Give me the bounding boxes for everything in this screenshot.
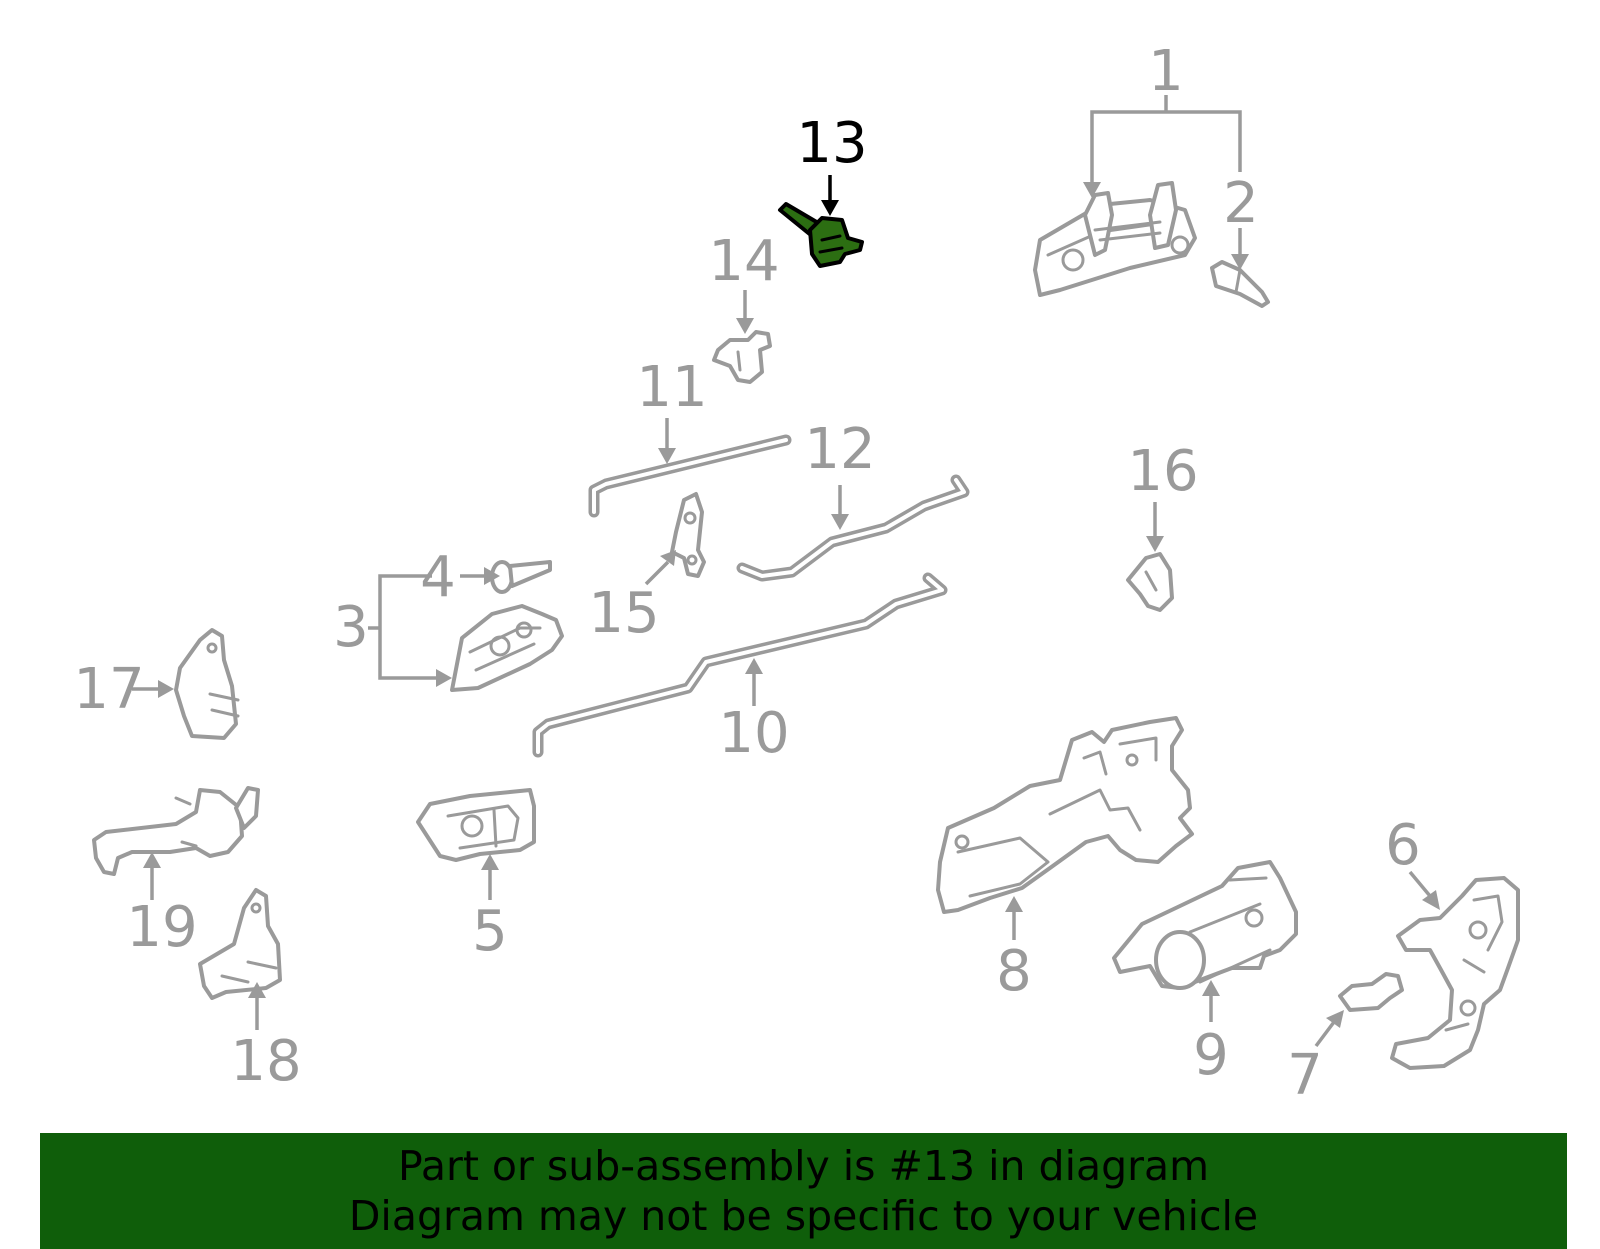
callout-12: 12 — [804, 417, 875, 482]
part-19-door-check[interactable] — [92, 786, 260, 876]
callout-9: 9 — [1193, 1023, 1229, 1088]
leader-15 — [644, 560, 670, 586]
banner-line-disclaimer: Diagram may not be specific to your vehi… — [348, 1192, 1259, 1240]
leader-1-bracket — [1090, 110, 1242, 188]
part-17-hinge[interactable] — [174, 628, 240, 740]
callout-2: 2 — [1223, 171, 1259, 236]
part-2-lock-cylinder[interactable] — [1210, 260, 1270, 308]
callout-3: 3 — [333, 595, 369, 660]
banner-line-part: Part or sub-assembly is #13 in diagram — [397, 1142, 1210, 1190]
callout-15: 15 — [588, 581, 659, 646]
part-4-screw[interactable] — [490, 560, 552, 594]
arrow-7 — [1326, 1010, 1344, 1028]
part-5-handle-bezel[interactable] — [416, 788, 536, 862]
callout-11: 11 — [636, 355, 707, 420]
part-3-inner-handle[interactable] — [450, 604, 564, 692]
arrow-5 — [481, 854, 499, 870]
callout-5: 5 — [472, 899, 508, 964]
callout-17: 17 — [73, 657, 144, 722]
arrow-6 — [1422, 890, 1440, 910]
arrow-12 — [831, 514, 849, 530]
part-10-rod-inner — [536, 576, 944, 754]
arrow-2 — [1231, 254, 1249, 270]
arrow-8 — [1005, 896, 1023, 912]
arrow-11 — [658, 448, 676, 464]
leader-7 — [1314, 1020, 1336, 1048]
arrow-17 — [158, 680, 174, 698]
arrow-15 — [660, 550, 676, 566]
part-12-rod[interactable] — [736, 474, 970, 582]
callout-10: 10 — [718, 701, 789, 766]
part-8-lock-assembly[interactable] — [936, 716, 1194, 914]
part-13-actuator[interactable] — [778, 202, 864, 268]
arrow-19 — [143, 852, 161, 868]
arrow-4 — [484, 567, 500, 585]
part-11-rod-inner — [592, 438, 788, 514]
part-1-outer-handle[interactable] — [1033, 181, 1197, 297]
info-banner: Part or sub-assembly is #13 in diagram D… — [40, 1133, 1567, 1249]
arrow-9 — [1202, 980, 1220, 996]
leader-6 — [1408, 870, 1432, 898]
arrow-18 — [248, 982, 266, 998]
callout-13: 13 — [796, 111, 867, 176]
part-12-rod-inner — [740, 478, 966, 578]
callout-1: 1 — [1148, 39, 1184, 104]
part-15-bracket[interactable] — [670, 492, 706, 578]
part-6-latch[interactable] — [1390, 876, 1520, 1070]
callout-19: 19 — [126, 895, 197, 960]
part-9-actuator-motor[interactable] — [1112, 860, 1298, 990]
callout-6: 6 — [1385, 813, 1421, 878]
arrow-3 — [436, 669, 452, 687]
callout-14: 14 — [708, 229, 779, 294]
callout-16: 16 — [1127, 439, 1198, 504]
arrow-1 — [1083, 182, 1101, 198]
arrow-10 — [745, 658, 763, 674]
part-7-clip[interactable] — [1338, 972, 1404, 1012]
part-18-lower-hinge[interactable] — [198, 888, 282, 1000]
arrow-14 — [736, 318, 754, 334]
callout-7: 7 — [1287, 1043, 1323, 1108]
part-14-clip[interactable] — [712, 330, 772, 384]
part-16-grommet[interactable] — [1126, 552, 1174, 612]
arrow-13 — [821, 200, 839, 216]
callout-4: 4 — [420, 545, 456, 610]
callout-8: 8 — [996, 939, 1032, 1004]
callout-18: 18 — [230, 1029, 301, 1094]
arrow-16 — [1146, 536, 1164, 552]
